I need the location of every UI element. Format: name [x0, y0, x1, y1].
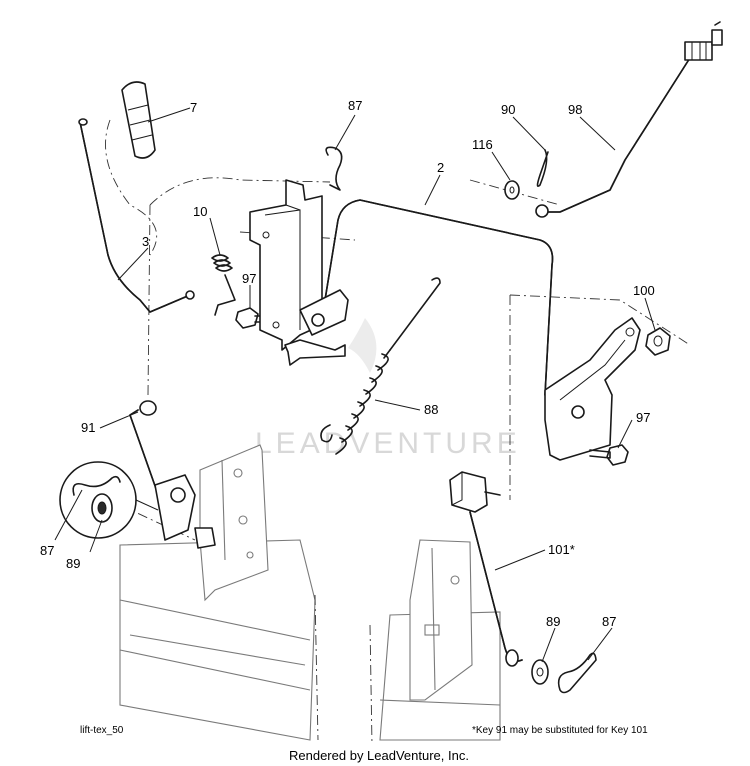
callout-88: 88: [424, 402, 438, 417]
pivot-bracket: [249, 179, 346, 366]
callout-7: 7: [190, 100, 197, 115]
callout-91: 91: [81, 420, 95, 435]
part-10-torsion-spring: [211, 254, 236, 316]
footer-credit: Rendered by LeadVenture, Inc.: [289, 748, 469, 763]
part-88-extension-spring: [320, 277, 441, 455]
right-deck-bracket: [409, 539, 473, 701]
part-87-hair-pin-right: [557, 652, 597, 694]
callout-2: 2: [437, 160, 444, 175]
part-116-washer: [504, 180, 520, 200]
centerlines: [105, 119, 691, 541]
part-100-nut: [645, 327, 671, 356]
callout-3: 3: [142, 234, 149, 249]
watermark-text: LEADVENTURE: [255, 427, 521, 460]
part-98-height-rod: [535, 21, 723, 218]
callout-116: 116: [472, 137, 493, 152]
callout-97-left: 97: [242, 271, 256, 286]
callout-87-left: 87: [40, 543, 54, 558]
callout-97-right: 97: [636, 410, 650, 425]
diagram-id-label: lift-tex_50: [80, 725, 124, 736]
part-3-lift-handle: [78, 118, 195, 313]
left-lift-arm: [299, 289, 349, 336]
callout-89-right: 89: [546, 614, 560, 629]
part-90-hair-pin: [536, 149, 549, 188]
callout-98: 98: [568, 102, 582, 117]
substitution-footnote: *Key 91 may be substituted for Key 101: [472, 725, 648, 736]
left-deck-bracket: [199, 444, 269, 602]
part-101-lift-link: [449, 471, 523, 667]
callout-101: 101*: [548, 542, 575, 557]
leader-lines: [54, 107, 656, 663]
detail-inset-left: [59, 461, 159, 539]
callout-87-top: 87: [348, 98, 362, 113]
watermark: LEADVENTURE: [255, 318, 521, 460]
callout-100: 100: [633, 283, 655, 298]
part-89-washer-right: [531, 659, 549, 685]
part-7-handle-grip: [121, 81, 156, 159]
part-87-hair-pin-top: [325, 146, 343, 191]
callout-labels: 7 87 90 98 116 2 10 3 97 100 88 91 97 87…: [40, 98, 655, 629]
callout-10: 10: [193, 204, 207, 219]
callout-87-right: 87: [602, 614, 616, 629]
callout-90: 90: [501, 102, 515, 117]
right-lift-bracket: [544, 317, 641, 461]
part-97-bolt-right: [589, 444, 629, 466]
part-2-lift-shaft: [324, 199, 554, 396]
callout-89-left: 89: [66, 556, 80, 571]
